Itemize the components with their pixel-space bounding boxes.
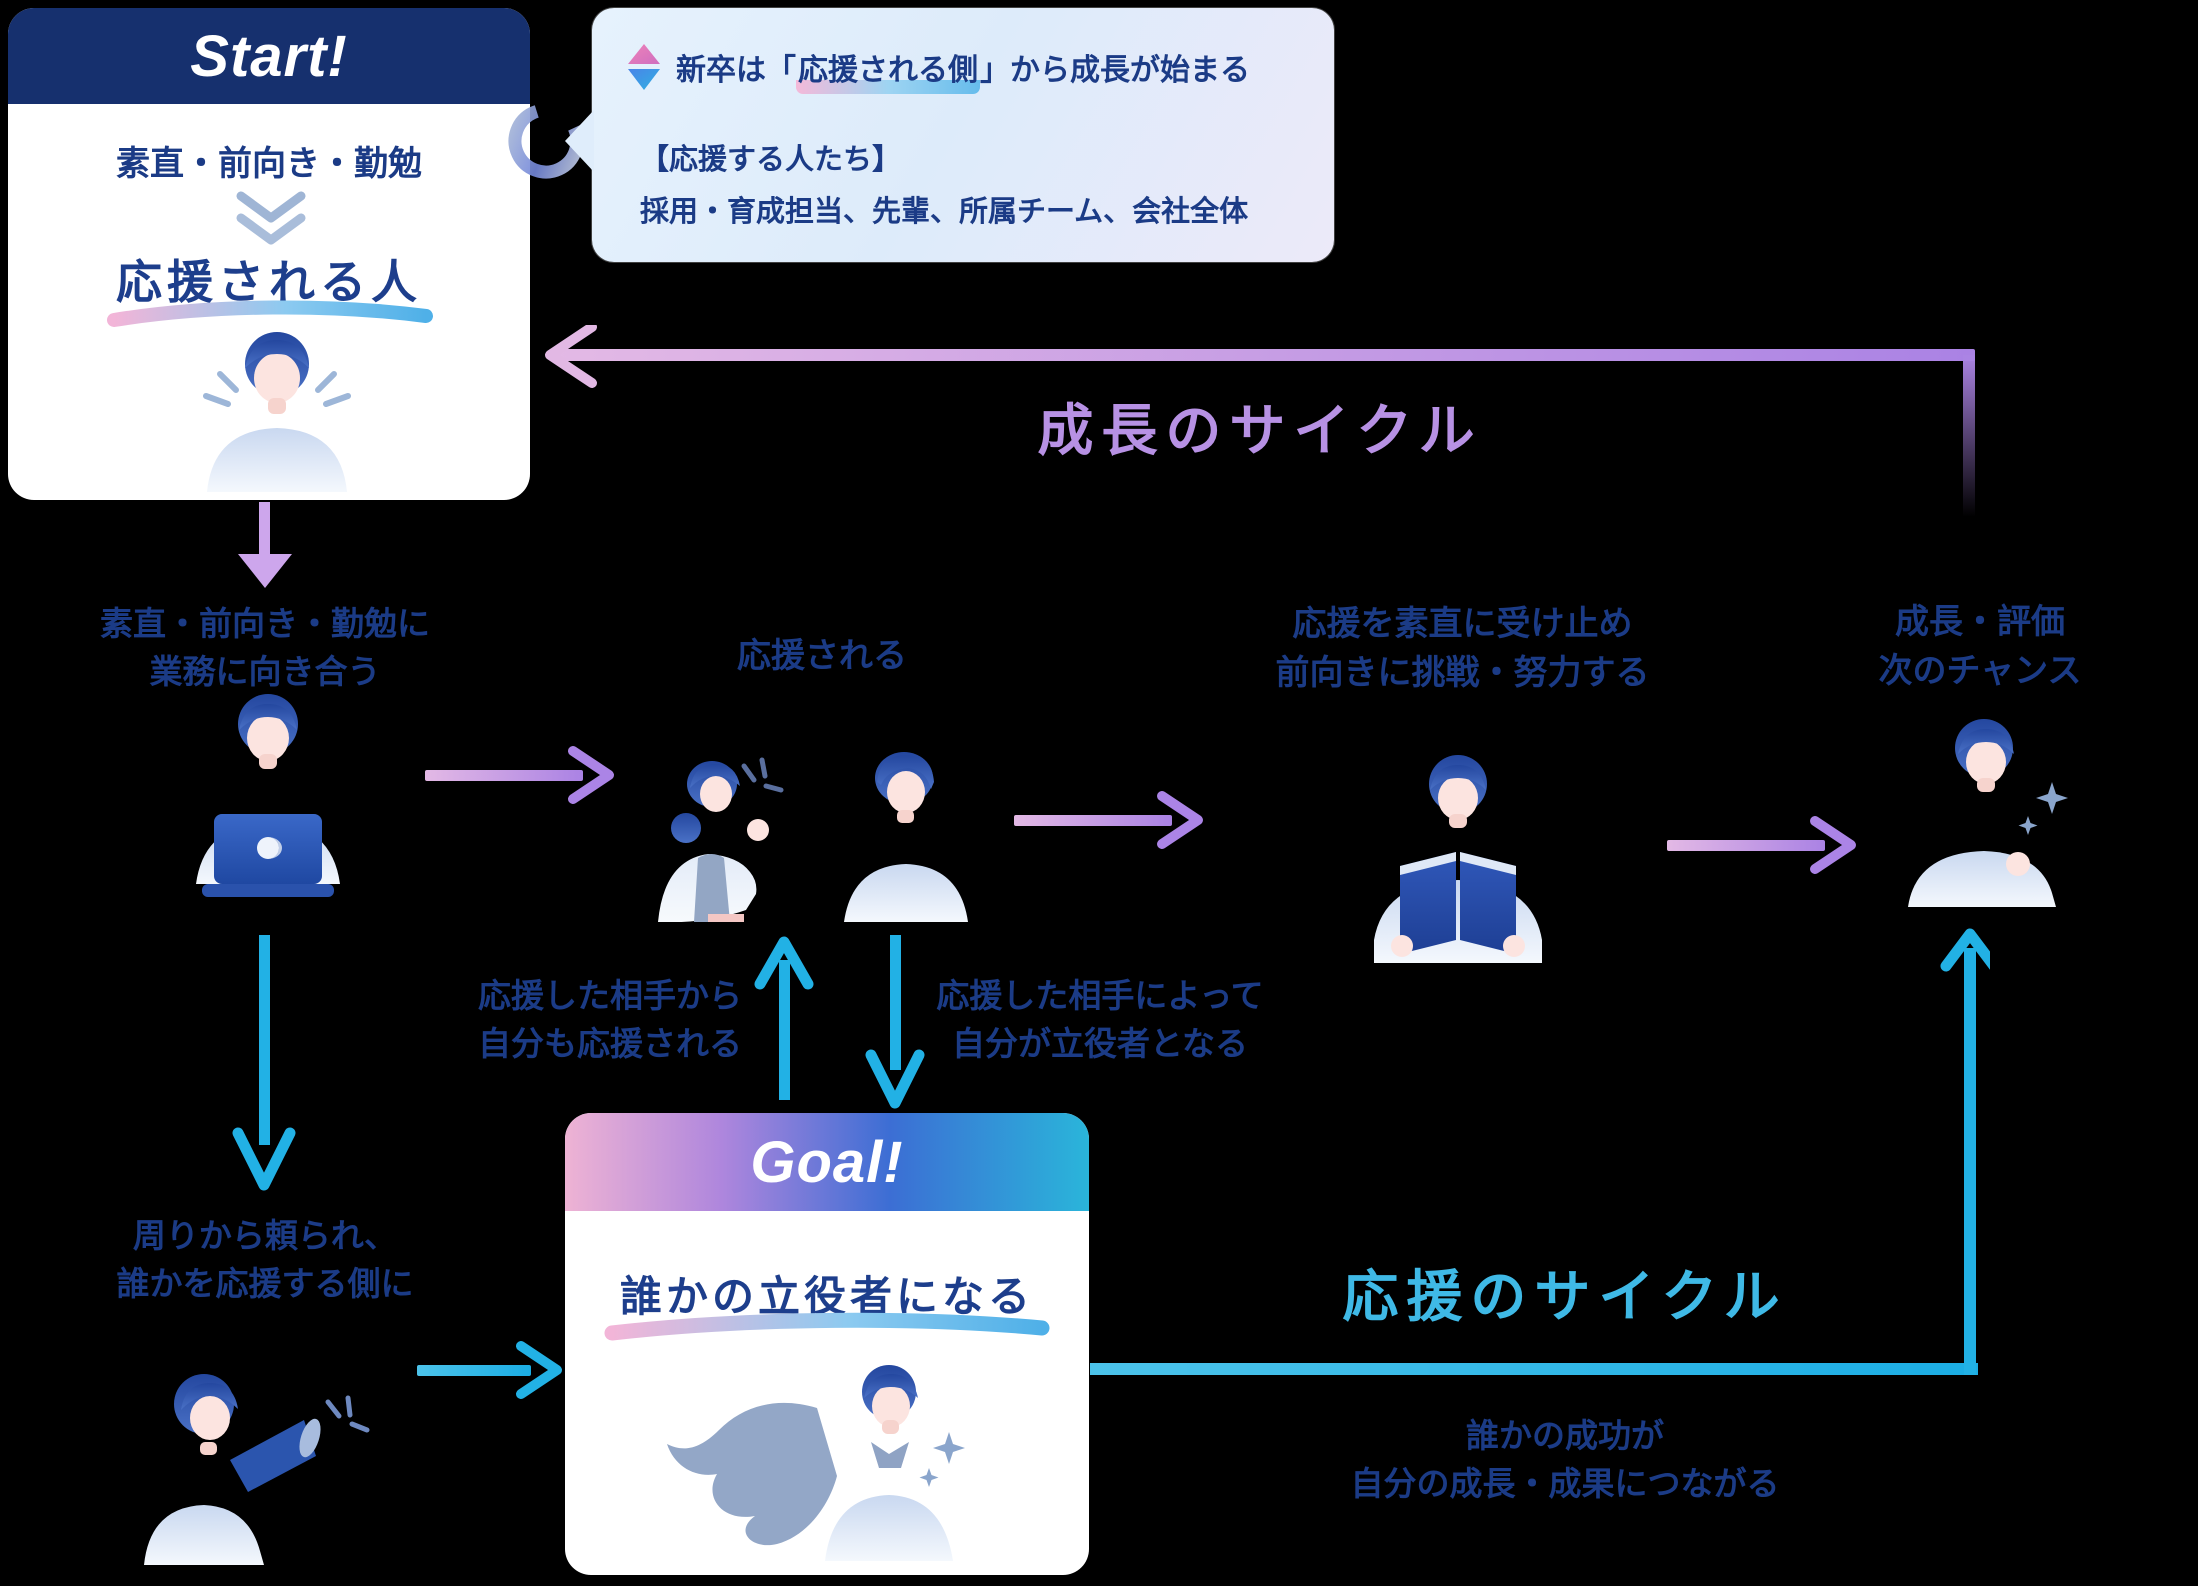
sparkle-icon	[2018, 816, 2038, 835]
start-person-illustration	[203, 332, 351, 492]
start-result: 応援される人	[116, 257, 422, 308]
supported-back-note: 応援した相手から 自分も応援される	[478, 977, 742, 1062]
mutual-up-arrow	[754, 936, 814, 1100]
step-growth-label: 成長・評価 次のチャンス	[1878, 603, 2082, 691]
goal-box-header: Goal!	[565, 1113, 1089, 1211]
key-player-down-arrow	[865, 935, 925, 1109]
flow-arrow-2	[1014, 791, 1203, 849]
flow-arrow-1	[425, 746, 614, 804]
support-right-arrow	[417, 1341, 562, 1399]
key-player-note: 応援した相手によって 自分が立役者となる	[936, 977, 1264, 1062]
megaphone-icon	[230, 1418, 321, 1492]
start-traits: 素直・前向き・勤勉	[116, 145, 422, 183]
support-cycle-arrow	[1090, 928, 1990, 1375]
speech-bubble-tail	[565, 110, 594, 172]
callout-heading: 【応援する人たち】	[640, 144, 902, 176]
goal-box: Goal! 誰かの立役者になる	[565, 1113, 1089, 1575]
callout-highlight: 応援される側	[796, 54, 980, 94]
callout-line1-prefix: 新卒は「	[676, 54, 796, 87]
callout-line1: 新卒は「応援される側」から成長が始まる	[626, 42, 1250, 94]
callout-box: 新卒は「応援される側」から成長が始まる 【応援する人たち】 採用・育成担当、先輩…	[565, 8, 1334, 262]
diamond-icon	[628, 44, 660, 90]
growth-cycle-arrow	[545, 325, 1975, 517]
megaphone-person-illustration	[144, 1374, 370, 1565]
start-box-header: Start!	[8, 8, 530, 104]
start-box-title: Start!	[190, 23, 348, 89]
hero-person-illustration	[667, 1365, 965, 1561]
step-supported-label: 応援される	[737, 637, 907, 675]
step-challenge-label: 応援を素直に受け止め 前向きに挑戦・努力する	[1275, 605, 1650, 693]
sparkle-icon	[919, 1468, 939, 1487]
supported-pair-illustration	[658, 752, 968, 922]
start-box: Start! 素直・前向き・勤勉 応援される人	[8, 8, 530, 500]
support-cycle-label: 応援のサイクル	[1342, 1267, 1788, 1329]
sparkle-icon	[2036, 782, 2068, 814]
double-chevron-down-icon	[236, 191, 306, 245]
laptop-person-illustration	[196, 694, 340, 897]
sparkle-icon	[933, 1432, 965, 1464]
callout-members: 採用・育成担当、先輩、所属チーム、会社全体	[640, 196, 1249, 228]
side-change-label: 周りから頼られ、 誰かを応援する側に	[116, 1217, 414, 1302]
step-work-label: 素直・前向き・勤勉に 業務に向き合う	[100, 605, 430, 690]
highlight-swoosh	[604, 1312, 1050, 1341]
callout-line1-suffix: 」から成長が始まる	[980, 54, 1250, 87]
success-link-note: 誰かの成功が 自分の成長・成果につながる	[1350, 1417, 1780, 1502]
flow-arrow-3	[1667, 816, 1856, 874]
support-down-arrow	[232, 935, 296, 1191]
goal-box-title: Goal!	[750, 1129, 904, 1195]
reading-person-illustration	[1374, 755, 1542, 963]
start-down-arrow	[238, 502, 292, 588]
highlight-swoosh	[107, 300, 433, 327]
growth-cycle-label: 成長のサイクル	[1037, 401, 1483, 463]
sparkle-person-illustration	[1908, 719, 2068, 907]
